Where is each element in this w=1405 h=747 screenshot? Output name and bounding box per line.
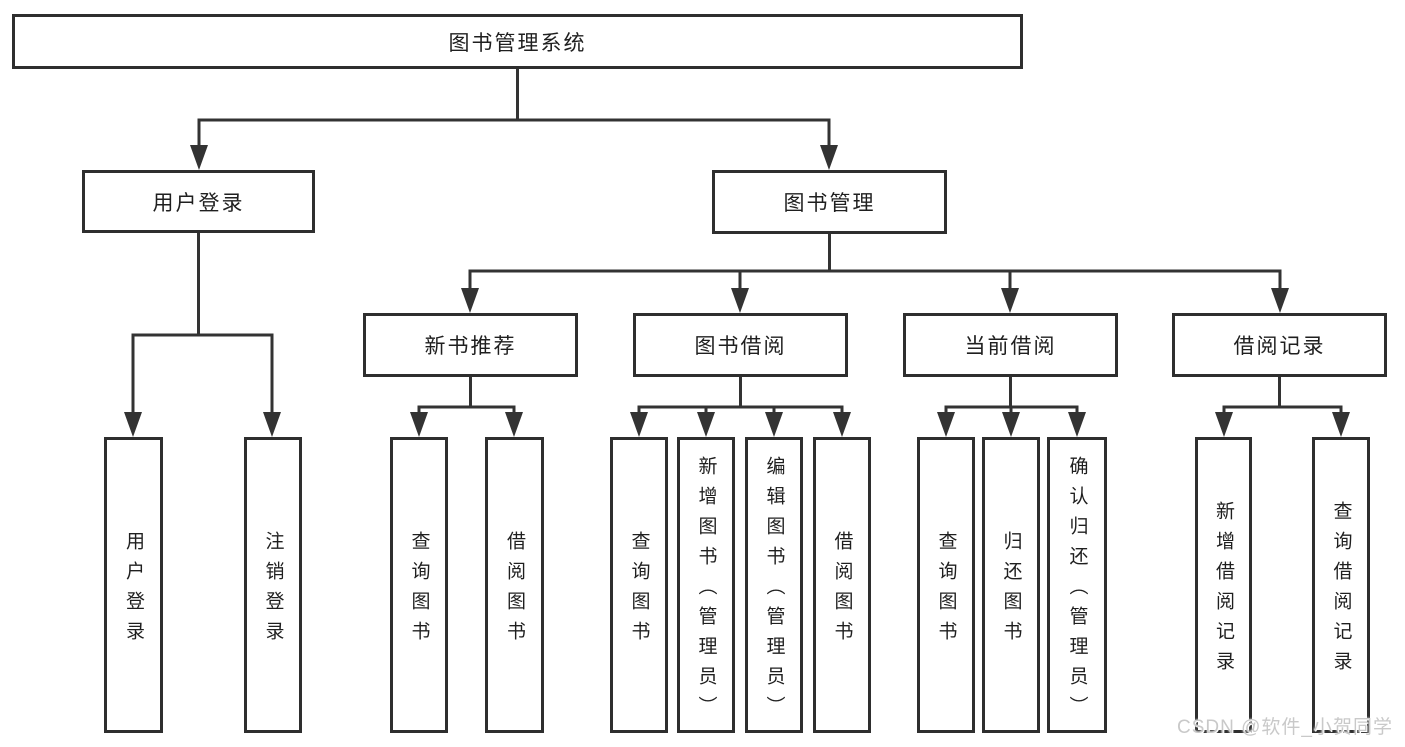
node-new-book-recommendation: 新书推荐 (363, 313, 578, 377)
leaf-records-add-borrow-record: 新增借阅记录 (1195, 437, 1252, 733)
leaf-label: 查询图书 (935, 530, 957, 651)
leaf-label: 查询借阅记录 (1330, 500, 1352, 681)
leaf-user-login: 用户登录 (104, 437, 163, 733)
leaf-label: 借阅图书 (831, 530, 853, 651)
leaf-label: 查询图书 (628, 530, 650, 651)
leaf-borrowing-query-books: 查询图书 (610, 437, 668, 733)
leaf-borrowing-add-books-admin: 新增图书（管理员） (677, 437, 735, 733)
leaf-current-query-books: 查询图书 (917, 437, 975, 733)
leaf-label: 新增图书（管理员） (695, 455, 717, 726)
node-label: 新书推荐 (424, 335, 517, 358)
leaf-label: 注销登录 (262, 530, 284, 651)
leaf-newbook-borrow-books: 借阅图书 (485, 437, 544, 733)
leaf-label: 借阅图书 (504, 530, 525, 651)
node-label: 图书管理 (783, 192, 876, 215)
node-user-login: 用户登录 (82, 170, 315, 233)
node-current-borrowing: 当前借阅 (903, 313, 1118, 377)
leaf-newbook-query-books: 查询图书 (390, 437, 448, 733)
leaf-borrowing-edit-books-admin: 编辑图书（管理员） (745, 437, 803, 733)
node-label: 图书借阅 (694, 335, 787, 358)
leaf-label: 用户登录 (123, 530, 144, 651)
node-label: 图书管理系统 (448, 31, 587, 55)
leaf-records-query-borrow-record: 查询借阅记录 (1312, 437, 1370, 733)
leaf-logout: 注销登录 (244, 437, 302, 733)
csdn-watermark: CSDN @软件_小贺同学 (1177, 717, 1393, 738)
node-label: 当前借阅 (964, 335, 1057, 358)
node-borrowing-records: 借阅记录 (1172, 313, 1387, 377)
node-library-management-system: 图书管理系统 (12, 14, 1023, 69)
leaf-label: 编辑图书（管理员） (763, 455, 785, 726)
node-book-borrowing: 图书借阅 (633, 313, 848, 377)
node-label: 用户登录 (152, 191, 245, 215)
node-label: 借阅记录 (1233, 335, 1326, 358)
node-book-management: 图书管理 (712, 170, 947, 234)
leaf-current-confirm-return-admin: 确认归还（管理员） (1047, 437, 1107, 733)
leaf-label: 确认归还（管理员） (1066, 455, 1088, 726)
leaf-borrowing-borrow-books: 借阅图书 (813, 437, 871, 733)
leaf-label: 新增借阅记录 (1213, 500, 1234, 681)
leaf-current-return-books: 归还图书 (982, 437, 1040, 733)
leaf-label: 归还图书 (1000, 530, 1022, 651)
leaf-label: 查询图书 (408, 530, 430, 651)
